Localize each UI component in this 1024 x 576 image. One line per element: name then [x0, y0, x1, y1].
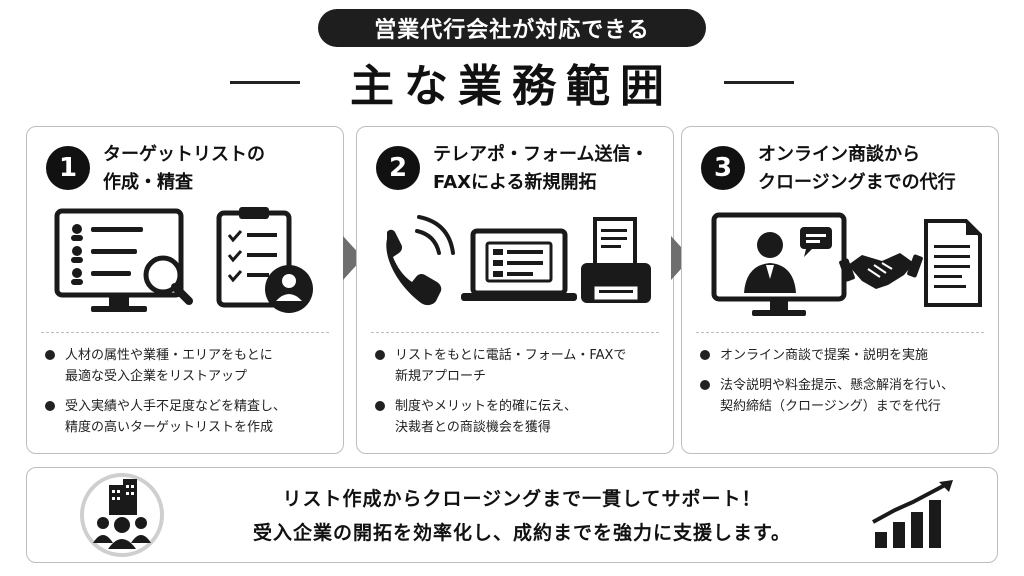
fax-printer-icon [581, 217, 651, 303]
video-call-monitor-icon [711, 212, 847, 316]
card-2-bullets: リストをもとに電話・フォーム・FAXで 新規アプローチ 制度やメリットを的確に伝… [373, 345, 669, 447]
monitor-list-magnifier-icon [54, 208, 193, 312]
card-title-3: オンライン商談から クロージングまでの代行 [758, 141, 990, 197]
laptop-form-icon [461, 228, 577, 301]
title-left-rule [230, 80, 300, 84]
bullet-line: 精度の高いターゲットリストを作成 [65, 420, 274, 435]
bullet-line: 新規アプローチ [395, 369, 487, 384]
card-title-line: ターゲットリストの [103, 144, 265, 165]
bullet-line: 人材の属性や業種・エリアをもとに [65, 348, 273, 363]
bullet-item: 法令説明や料金提示、懸念解消を行い、 契約締結（クロージング）までを代行 [698, 375, 994, 417]
growth-chart-icon [872, 480, 953, 548]
card-2-illustration [386, 215, 651, 306]
card-title-2: テレアポ・フォーム送信・ FAXによる新規開拓 [433, 141, 665, 197]
contract-document-icon [924, 219, 982, 307]
bullet-line: 受入実績や人手不足度などを精査し、 [65, 399, 287, 414]
bullet-item: オンライン商談で提案・説明を実施 [698, 345, 994, 366]
bullet-line: リストをもとに電話・フォーム・FAXで [395, 348, 627, 363]
card-3-illustration [711, 212, 982, 316]
bullet-line: 契約締結（クロージング）までを代行 [720, 399, 941, 414]
page-title: 主な業務範囲 [350, 61, 674, 112]
bullet-item: リストをもとに電話・フォーム・FAXで 新規アプローチ [373, 345, 669, 387]
summary-line: リスト作成からクロージングまで一貫してサポート！ [282, 488, 762, 510]
subtitle-pill: 営業代行会社が対応できる [318, 9, 706, 47]
card-title-line: テレアポ・フォーム送信・ [433, 144, 649, 165]
card-divider [696, 332, 984, 333]
phone-icon [386, 215, 455, 306]
bullet-item: 人材の属性や業種・エリアをもとに 最適な受入企業をリストアップ [43, 345, 339, 387]
step-number-3: 3 [701, 146, 745, 190]
card-divider [41, 332, 329, 333]
flow-arrow-1-icon [343, 236, 363, 280]
card-1-illustration [54, 207, 313, 313]
summary-banner: リスト作成からクロージングまで一貫してサポート！ 受入企業の開拓を効率化し、成約… [26, 467, 998, 563]
step-number-2: 2 [376, 146, 420, 190]
bullet-line: 法令説明や料金提示、懸念解消を行い、 [720, 378, 955, 393]
bullet-item: 受入実績や人手不足度などを精査し、 精度の高いターゲットリストを作成 [43, 396, 339, 438]
company-people-icon [80, 473, 164, 557]
service-card-2: 2 テレアポ・フォーム送信・ FAXによる新規開拓 [356, 126, 674, 454]
service-card-3: 3 オンライン商談から クロージングまでの代行 [681, 126, 999, 454]
card-title-1: ターゲットリストの 作成・精査 [103, 141, 335, 197]
bullet-item: 制度やメリットを的確に伝え、 決裁者との商談機会を獲得 [373, 396, 669, 438]
bullet-line: 最適な受入企業をリストアップ [65, 369, 248, 384]
card-3-bullets: オンライン商談で提案・説明を実施 法令説明や料金提示、懸念解消を行い、 契約締結… [698, 345, 994, 426]
bullet-line: オンライン商談で提案・説明を実施 [720, 348, 929, 363]
step-number-1: 1 [46, 146, 90, 190]
summary-message: リスト作成からクロージングまで一貫してサポート！ 受入企業の開拓を効率化し、成約… [202, 482, 842, 550]
handshake-icon [839, 253, 923, 289]
service-card-1: 1 ターゲットリストの 作成・精査 [26, 126, 344, 454]
card-title-line: オンライン商談から [758, 144, 920, 165]
card-title-line: クロージングまでの代行 [758, 172, 956, 193]
card-1-bullets: 人材の属性や業種・エリアをもとに 最適な受入企業をリストアップ 受入実績や人手不… [43, 345, 339, 447]
clipboard-checklist-user-icon [216, 207, 313, 313]
bullet-line: 制度やメリットを的確に伝え、 [395, 399, 578, 414]
title-right-rule [724, 80, 794, 84]
title-row: 主な業務範囲 [230, 54, 794, 112]
card-divider [371, 332, 659, 333]
summary-line: 受入企業の開拓を効率化し、成約までを強力に支援します。 [252, 522, 792, 544]
card-title-line: FAXによる新規開拓 [433, 172, 597, 193]
card-title-line: 作成・精査 [103, 172, 193, 193]
bullet-line: 決裁者との商談機会を獲得 [395, 420, 551, 435]
